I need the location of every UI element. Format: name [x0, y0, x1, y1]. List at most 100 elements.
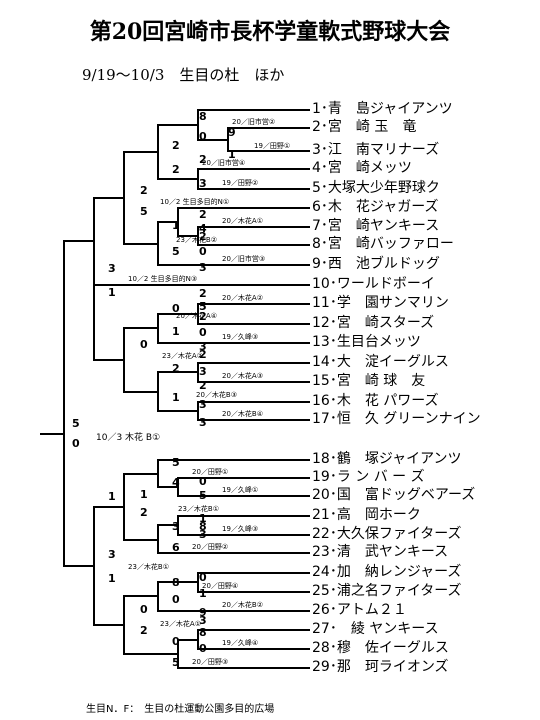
- score: 1: [199, 512, 207, 525]
- score: 2: [199, 287, 207, 300]
- score: 0: [199, 475, 207, 488]
- score: 2: [172, 139, 180, 152]
- score: 8: [199, 626, 207, 639]
- score: 0: [199, 571, 207, 584]
- team-entry: 7･宮 崎ヤンキース: [312, 218, 440, 234]
- score: 3: [199, 614, 207, 627]
- match-label: 23／木花A②: [162, 351, 203, 360]
- team-entry: 5･大塚大少年野球ク: [312, 180, 440, 196]
- match-label: 20／木花B②: [222, 600, 263, 609]
- score: 0: [140, 603, 148, 616]
- score: 0: [199, 245, 207, 258]
- team-entry: 4･宮 崎メッツ: [312, 160, 412, 176]
- match-label: 19／田野②: [222, 179, 258, 187]
- bracket-line: [63, 240, 94, 567]
- score: 1: [172, 219, 180, 232]
- team-entry: 10･ワールドボーイ: [312, 276, 435, 292]
- score: 4: [172, 476, 180, 489]
- score: 9: [228, 126, 236, 139]
- match-label: 23／木花B②: [176, 235, 217, 244]
- score: 4: [199, 222, 207, 235]
- match-label: 20／木花A①: [222, 216, 263, 225]
- score: 2: [199, 379, 207, 392]
- team-entry: 29･那 珂ライオンズ: [312, 659, 449, 675]
- team-entry: 28･穆 佐イーグルス: [312, 640, 449, 656]
- team-entry: 9･西 池ブルドッグ: [312, 256, 440, 272]
- match-label: 23／木花A①: [160, 619, 201, 628]
- score: 3: [199, 365, 207, 378]
- score: 6: [172, 541, 180, 554]
- match-label: 20／田野②: [192, 543, 228, 551]
- score: 1: [108, 286, 116, 299]
- team-entry: 26･アトム２１: [312, 602, 407, 618]
- match-label: 10／2 生目多目的N③: [128, 274, 197, 283]
- match-label: 19／久峰④: [222, 638, 258, 647]
- score: 9: [199, 606, 207, 619]
- match-label: 19／久峰①: [222, 485, 258, 494]
- bracket-line: [93, 506, 124, 626]
- score: 3: [199, 340, 207, 353]
- match-label: 20／旧市営④: [202, 158, 245, 167]
- team-entry: 8･宮 崎バッファロー: [312, 236, 454, 252]
- score: 0: [140, 338, 148, 351]
- match-label: 23／木花B①: [178, 504, 219, 513]
- team-entry: 25･浦之名ファイターズ: [312, 583, 462, 599]
- team-entry: 24･加 納レンジャーズ: [312, 564, 462, 580]
- score: 0: [199, 130, 207, 143]
- score: 1: [199, 587, 207, 600]
- score: 3: [108, 262, 116, 275]
- score: 1: [140, 488, 148, 501]
- match-label: 10／2 生目多目的N①: [160, 197, 229, 206]
- team-entry: 27･ 綾 ヤンキース: [312, 621, 439, 637]
- team-entry: 11･学 園サンマリン: [312, 295, 449, 311]
- score: 5: [172, 456, 180, 469]
- match-label: 20／木花B③: [196, 390, 237, 399]
- score: 0: [172, 302, 180, 315]
- score: 3: [199, 261, 207, 274]
- score: 0: [72, 437, 80, 450]
- score: 0: [199, 642, 207, 655]
- score: 2: [199, 230, 207, 243]
- score: 3: [108, 548, 116, 561]
- team-entry: 6･木 花ジャガーズ: [312, 199, 439, 215]
- score: 2: [199, 153, 207, 166]
- team-entry: 18･鶴 塚ジャイアンツ: [312, 451, 462, 467]
- match-label: 23／木花B①: [128, 562, 169, 571]
- team-entry: 22･大久保ファイターズ: [312, 526, 462, 542]
- score: 5: [172, 245, 180, 258]
- score: 5: [140, 205, 148, 218]
- match-label: 20／田野④: [202, 582, 238, 590]
- team-entry: 1･青 島ジャイアンツ: [312, 101, 453, 117]
- team-entry: 21･高 岡ホーク: [312, 507, 421, 523]
- score: 3: [199, 528, 207, 541]
- score: 3: [199, 398, 207, 411]
- team-entry: 23･清 武ヤンキース: [312, 544, 449, 560]
- score: 2: [199, 208, 207, 221]
- score: 2: [199, 310, 207, 323]
- match-label: 20／旧市営②: [232, 117, 275, 126]
- match-label: 20／田野①: [192, 468, 228, 476]
- score: 5: [199, 489, 207, 502]
- score: 2: [199, 348, 207, 361]
- score: 8: [199, 520, 207, 533]
- date-venue-subtitle: 9/19～10/3 生目の杜 ほか: [82, 66, 285, 84]
- match-label: 20／田野③: [192, 658, 228, 666]
- bracket-line: [123, 151, 158, 245]
- match-label: 19／久峰③: [222, 524, 258, 533]
- score: 2: [140, 624, 148, 637]
- score: 0: [172, 593, 180, 606]
- score: 0: [172, 635, 180, 648]
- score: 5: [172, 656, 180, 669]
- score: 2: [172, 163, 180, 176]
- score: 1: [108, 572, 116, 585]
- team-entry: 13･生目台メッツ: [312, 334, 421, 350]
- team-entry: 14･大 淀イーグルス: [312, 354, 449, 370]
- match-label: 20／木花A②: [222, 293, 263, 302]
- page-title: 第20回宮崎市長杯学童軟式野球大会: [89, 19, 451, 45]
- score: 8: [172, 576, 180, 589]
- team-entry: 2･宮 崎 玉 竜: [312, 119, 417, 135]
- score: 2: [172, 362, 180, 375]
- score: 1: [172, 391, 180, 404]
- score: 2: [140, 506, 148, 519]
